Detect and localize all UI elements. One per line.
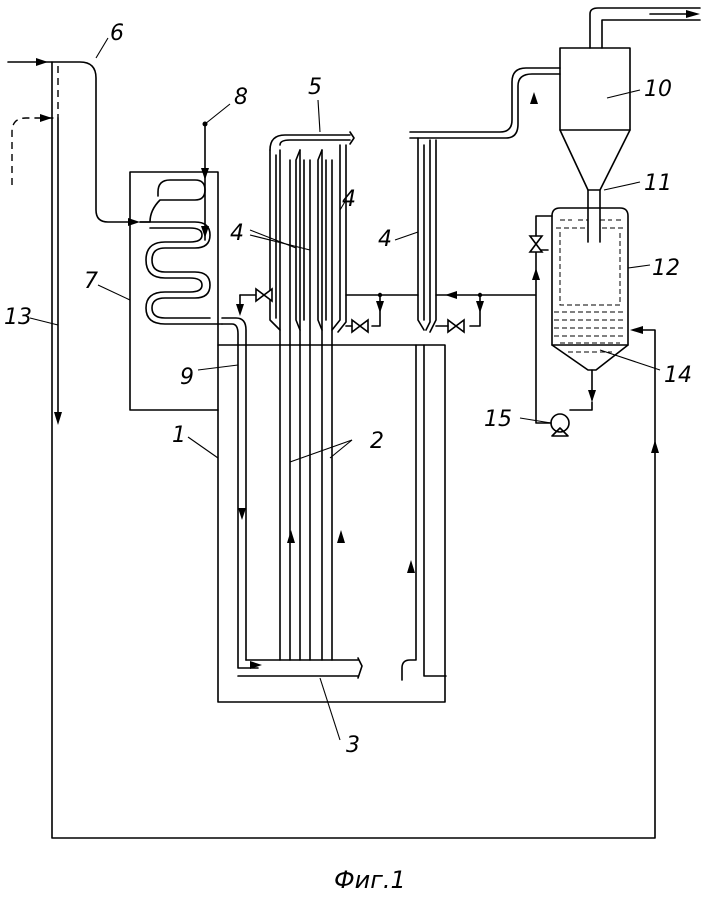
risers-2 bbox=[279, 149, 345, 661]
label-15: 15 bbox=[484, 407, 512, 432]
cyclone-10 bbox=[559, 7, 701, 191]
vessel-12 bbox=[528, 189, 629, 437]
label-8: 8 bbox=[234, 85, 248, 110]
label-11: 11 bbox=[644, 171, 672, 196]
label-5: 5 bbox=[308, 75, 322, 100]
label-13: 13 bbox=[4, 305, 32, 330]
downcomer-9 bbox=[221, 317, 262, 669]
label-9: 9 bbox=[180, 365, 194, 390]
label-2: 2 bbox=[370, 429, 384, 454]
drain-line bbox=[236, 287, 536, 334]
label-14: 14 bbox=[664, 363, 692, 388]
heat-exchanger-7 bbox=[129, 121, 223, 411]
bottom-header-3 bbox=[237, 657, 363, 679]
label-4-c: 4 bbox=[378, 227, 392, 252]
label-10: 10 bbox=[644, 77, 672, 102]
return-line-13 bbox=[51, 61, 659, 839]
label-7: 7 bbox=[84, 269, 98, 294]
vessel-1 bbox=[217, 344, 446, 703]
figure-caption: Фиг.1 bbox=[334, 866, 406, 894]
label-6: 6 bbox=[110, 21, 124, 46]
leader-lines bbox=[29, 37, 661, 741]
alternate-inlet bbox=[11, 114, 58, 185]
separator-cluster-4 bbox=[269, 131, 355, 333]
number-labels: 6 8 5 10 11 12 14 15 7 9 1 4 4 4 2 3 13 bbox=[4, 21, 692, 758]
label-12: 12 bbox=[652, 256, 680, 281]
label-4-b: 4 bbox=[342, 187, 356, 212]
label-3: 3 bbox=[346, 733, 360, 758]
label-1: 1 bbox=[172, 423, 186, 448]
separator-right-4 bbox=[401, 67, 561, 681]
inlet-line-6 bbox=[7, 58, 140, 226]
label-4-a: 4 bbox=[230, 221, 244, 246]
